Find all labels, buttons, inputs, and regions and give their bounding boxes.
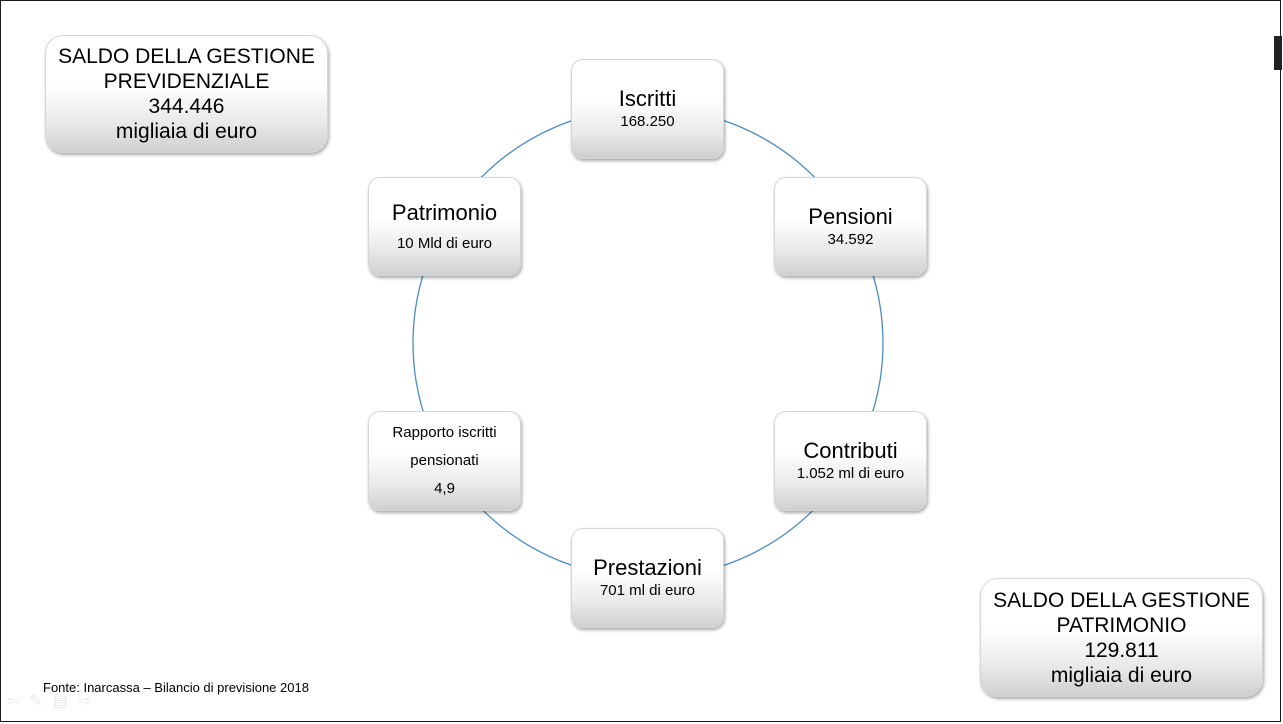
pen-icon[interactable]: ✎ [29,693,43,710]
node-contributi-value: 1.052 ml di euro [796,465,905,482]
node-pensioni-title: Pensioni [808,203,893,229]
node-rapporto-line1: Rapporto iscritti [392,424,497,441]
node-pensioni-value: 34.592 [827,230,874,248]
node-iscritti-title: Iscritti [618,86,677,111]
saldo-previdenziale-unit: migliaia di euro [115,120,258,143]
node-rapporto-line2: pensionati [410,452,479,469]
saldo-patrimonio-line2: PATRIMONIO [1056,613,1187,637]
saldo-patrimonio-box: SALDO DELLA GESTIONE PATRIMONIO 129.811 … [980,578,1263,697]
arrow-left-icon[interactable]: ⇦ [6,693,20,710]
saldo-previdenziale-line1: SALDO DELLA GESTIONE [58,45,315,68]
node-iscritti: Iscritti 168.250 [571,59,724,159]
saldo-patrimonio-unit: migliaia di euro [1050,663,1193,687]
saldo-previdenziale-box: SALDO DELLA GESTIONE PREVIDENZIALE 344.4… [45,35,328,153]
menu-icon[interactable]: ▤ [52,693,68,710]
node-prestazioni-title: Prestazioni [593,555,702,580]
node-contributi-title: Contributi [803,438,898,463]
node-patrimonio-title: Patrimonio [391,199,498,225]
saldo-patrimonio-value: 129.811 [1084,638,1159,662]
node-patrimonio: Patrimonio 10 Mld di euro [368,177,521,276]
node-rapporto: Rapporto iscritti pensionati 4,9 [368,411,521,511]
saldo-patrimonio-line1: SALDO DELLA GESTIONE [993,588,1250,612]
slide-nav-toolbar: ⇦ ✎ ▤ ⇨ [6,693,91,711]
window-edge-marker [1274,36,1282,70]
source-footnote: Fonte: Inarcassa – Bilancio di prevision… [43,680,309,695]
node-pensioni: Pensioni 34.592 [774,177,927,276]
node-iscritti-value: 168.250 [620,113,675,130]
saldo-previdenziale-line2: PREVIDENZIALE [103,70,270,93]
node-prestazioni-value: 701 ml di euro [599,582,696,599]
node-contributi: Contributi 1.052 ml di euro [774,411,927,511]
arrow-right-icon[interactable]: ⇨ [77,693,92,710]
node-patrimonio-value: 10 Mld di euro [396,234,493,252]
node-rapporto-value: 4,9 [434,480,455,497]
saldo-previdenziale-value: 344.446 [148,95,225,118]
node-prestazioni: Prestazioni 701 ml di euro [571,528,724,628]
